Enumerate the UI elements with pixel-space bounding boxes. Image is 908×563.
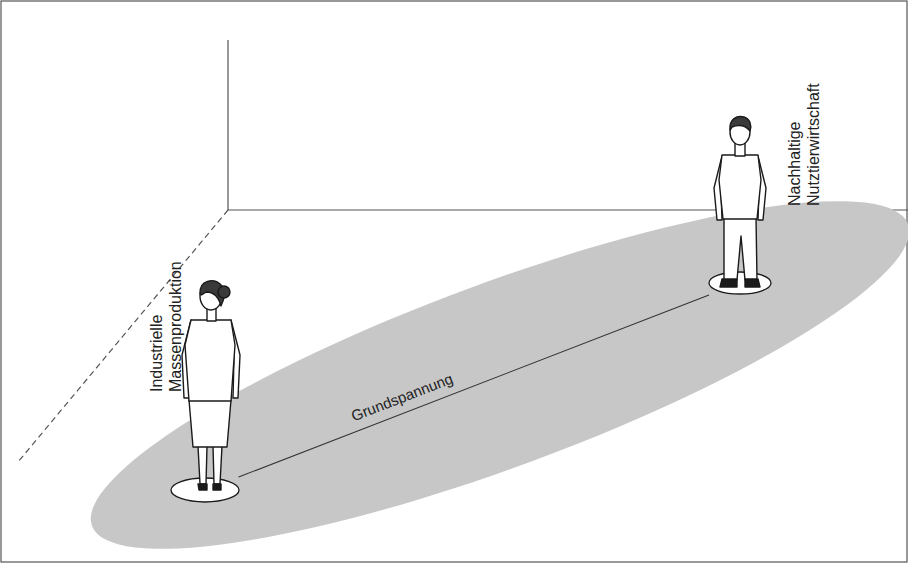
standpoint-pad: Industrielle Massenproduktion bbox=[170, 477, 240, 503]
pad-outline bbox=[708, 271, 772, 295]
field-ellipse bbox=[60, 138, 908, 563]
position-label: Industrielle Massenproduktion bbox=[147, 242, 185, 392]
man-figure bbox=[714, 117, 766, 287]
room-corner-line bbox=[227, 40, 228, 210]
pad-outline bbox=[170, 477, 240, 503]
standpoint-pad: Nachhaltige Nutztierwirtschaft bbox=[708, 271, 772, 295]
position-label: Nachhaltige Nutztierwirtschaft bbox=[785, 46, 823, 206]
woman-figure bbox=[182, 281, 240, 490]
tension-line bbox=[239, 295, 709, 477]
